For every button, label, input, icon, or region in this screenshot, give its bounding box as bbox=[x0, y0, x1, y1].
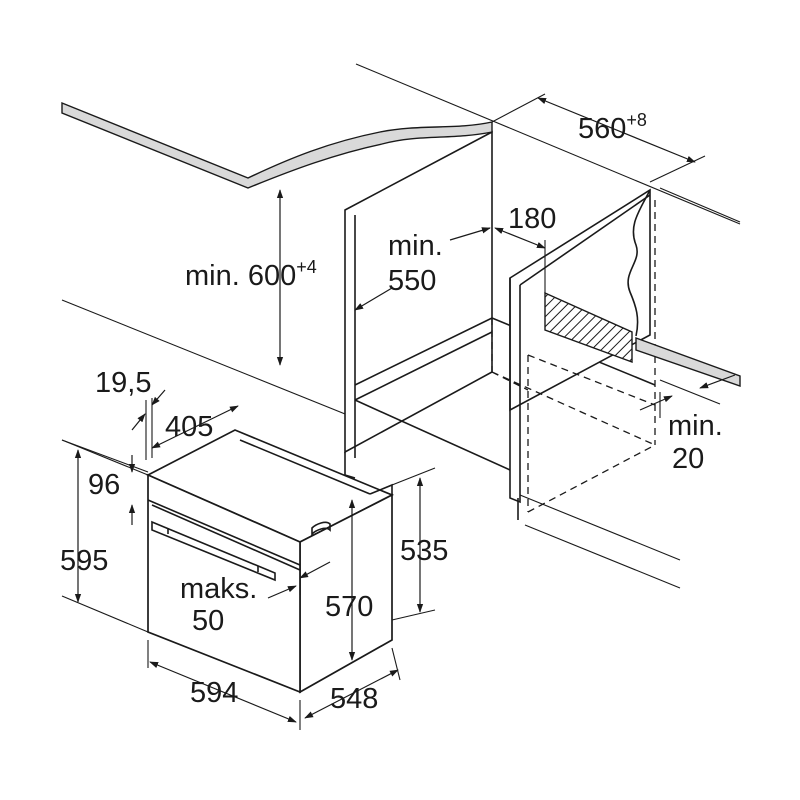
side-handle bbox=[311, 521, 331, 536]
control-panel-line bbox=[147, 499, 301, 566]
label-niche-depth: 550 bbox=[388, 265, 436, 297]
oven-front-face bbox=[147, 473, 301, 694]
label-niche-depth-lead: min. bbox=[388, 230, 443, 262]
floor-line-front bbox=[61, 299, 361, 421]
label-handle-value: 50 bbox=[192, 605, 224, 637]
dim-oven-width bbox=[147, 640, 301, 730]
dim-niche-depth bbox=[354, 227, 491, 311]
label-body-height-side: 535 bbox=[400, 535, 448, 567]
ventilation-opening-shape bbox=[544, 291, 633, 364]
dim-oven-body-depth bbox=[151, 405, 239, 449]
label-handle-lead: maks. bbox=[180, 573, 257, 605]
label-oven-height: 595 bbox=[60, 545, 108, 577]
dim-panel-thickness bbox=[131, 389, 166, 460]
label-niche-width: 560+8 bbox=[578, 110, 647, 145]
label-oven-width: 594 bbox=[190, 677, 238, 709]
dim-vent-width bbox=[494, 227, 546, 293]
dim-oven-depth bbox=[304, 647, 401, 719]
label-panel-thickness: 19,5 bbox=[95, 367, 151, 399]
label-control-panel: 96 bbox=[88, 469, 120, 501]
wall-cutout-edge bbox=[627, 189, 651, 337]
hidden-edges bbox=[491, 200, 656, 513]
dim-handle-projection bbox=[267, 561, 331, 599]
label-oven-body-depth: 405 bbox=[165, 411, 213, 443]
door-handle bbox=[151, 520, 276, 582]
label-gap-lead: min. bbox=[668, 410, 723, 442]
wall-top-edge-right bbox=[659, 187, 741, 223]
oven bbox=[146, 429, 395, 694]
label-niche-height: min. 600+4 bbox=[185, 257, 317, 292]
dim-oven-height bbox=[61, 439, 149, 633]
worktop bbox=[61, 101, 493, 189]
label-vent-width: 180 bbox=[508, 203, 556, 235]
dim-niche-width bbox=[491, 93, 706, 183]
dim-body-height-side bbox=[391, 467, 436, 621]
label-oven-depth: 548 bbox=[330, 683, 378, 715]
label-gap-value: 20 bbox=[672, 443, 704, 475]
label-body-height-front: 570 bbox=[325, 591, 373, 623]
floor-line-right-2 bbox=[524, 524, 681, 589]
floor-strip-right bbox=[635, 336, 741, 387]
floor-line-right bbox=[519, 494, 681, 561]
cabinet bbox=[61, 63, 741, 589]
dim-gap bbox=[639, 374, 736, 418]
